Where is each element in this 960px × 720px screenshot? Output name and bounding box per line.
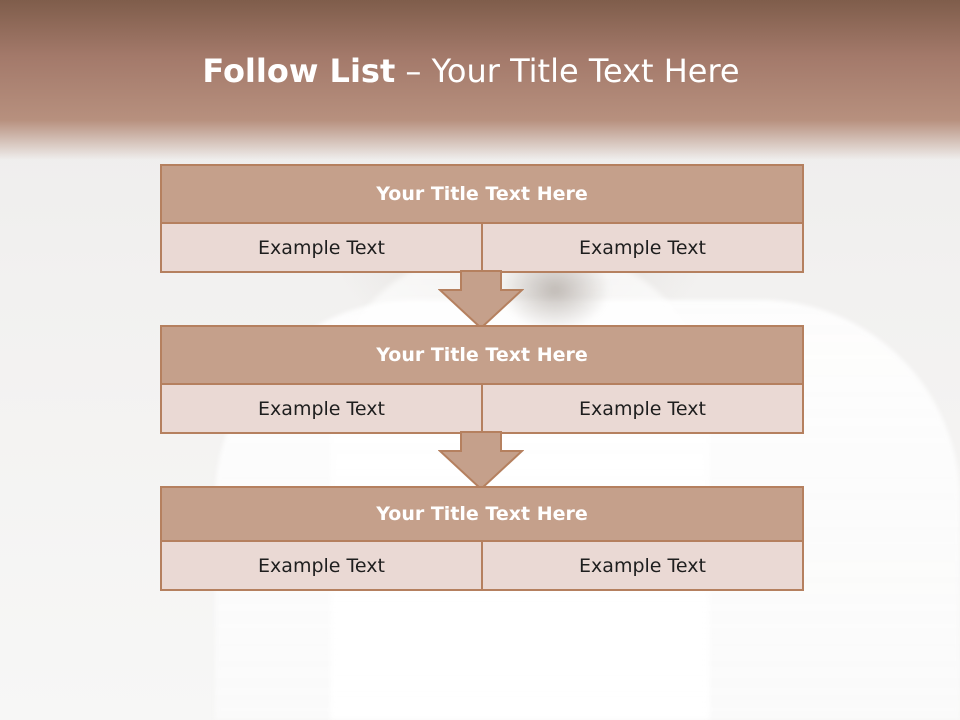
block-title: Your Title Text Here — [162, 327, 802, 385]
block-cell-right: Example Text — [481, 542, 802, 589]
list-block-1: Your Title Text Here Example Text Exampl… — [160, 164, 804, 273]
background-beard — [500, 262, 610, 332]
block-title: Your Title Text Here — [162, 166, 802, 224]
header-band — [0, 0, 960, 160]
block-cell-left: Example Text — [258, 236, 385, 259]
down-arrow-icon — [438, 270, 524, 330]
list-block-3: Your Title Text Here Example Text Exampl… — [160, 486, 804, 591]
list-block-2: Your Title Text Here Example Text Exampl… — [160, 325, 804, 434]
slide-title: Follow List – Your Title Text Here — [0, 52, 942, 90]
block-title: Your Title Text Here — [162, 488, 802, 542]
block-cell-left: Example Text — [258, 397, 385, 420]
block-row: Example Text Example Text — [162, 224, 802, 271]
block-row: Example Text Example Text — [162, 542, 802, 589]
block-cell-right: Example Text — [481, 385, 802, 432]
block-row: Example Text Example Text — [162, 385, 802, 432]
block-cell-right: Example Text — [481, 224, 802, 271]
title-rest: – Your Title Text Here — [395, 52, 740, 90]
title-bold: Follow List — [202, 52, 396, 90]
block-cell-left: Example Text — [258, 554, 385, 577]
down-arrow-icon — [438, 431, 524, 491]
